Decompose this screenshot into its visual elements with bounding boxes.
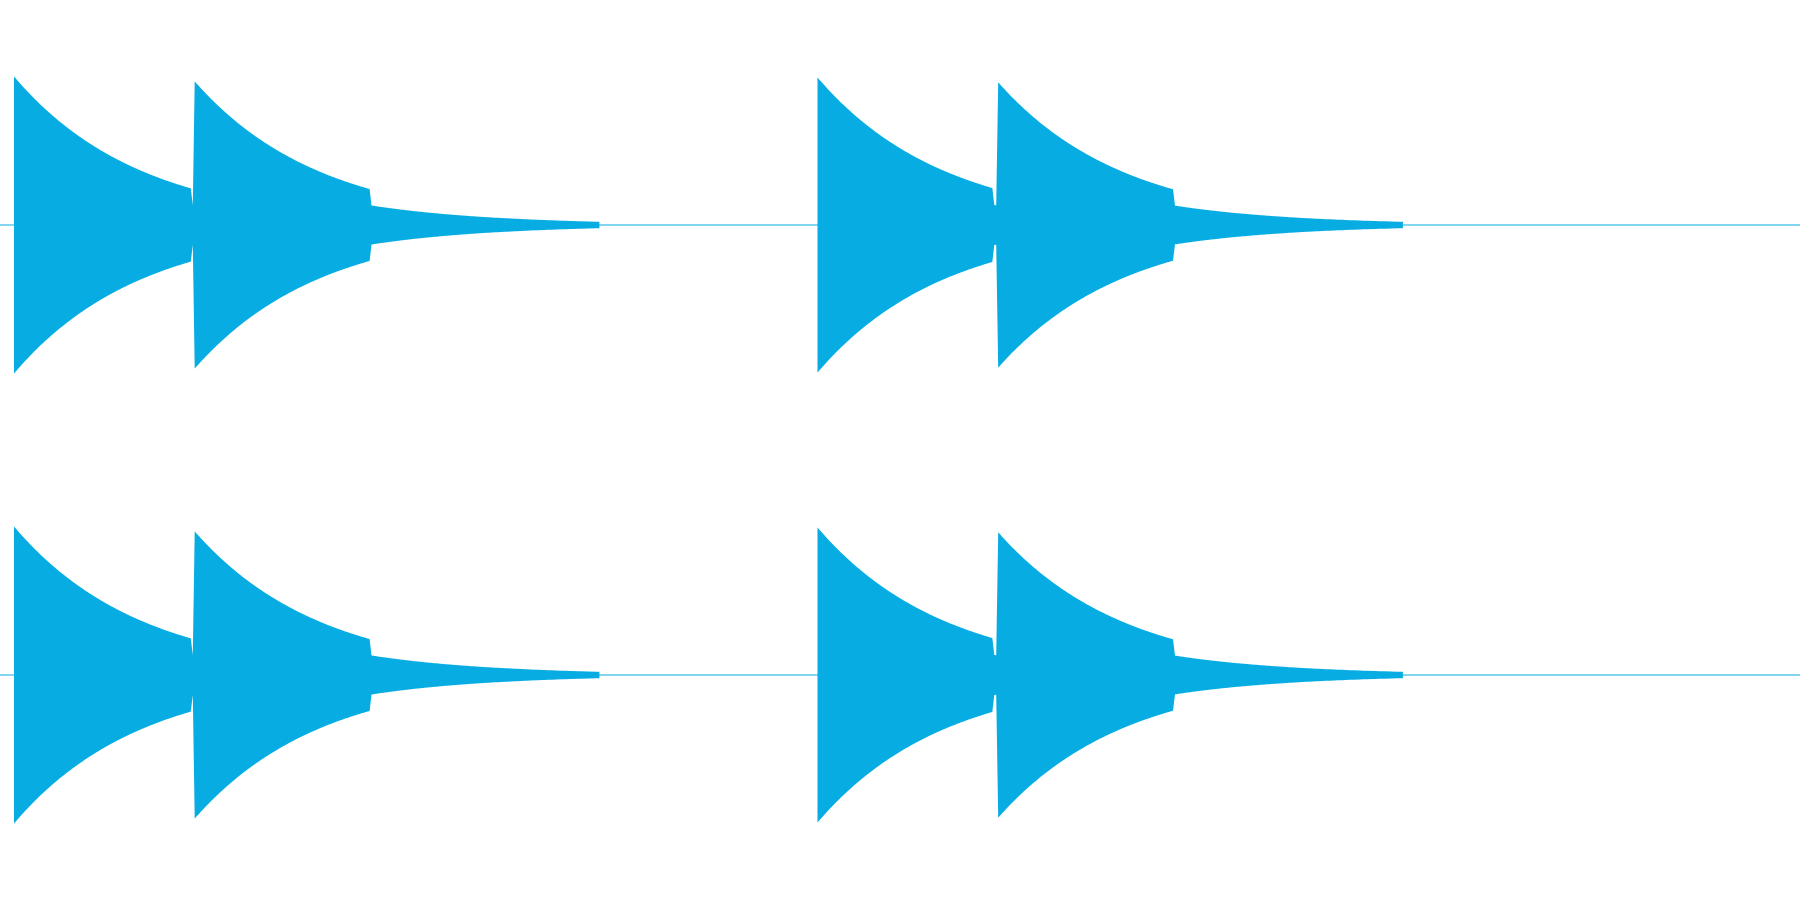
waveform-burst (14, 76, 600, 374)
waveform-channel-left (0, 76, 1800, 374)
waveform-burst (817, 77, 1403, 373)
waveform-channel-right (0, 526, 1800, 824)
waveform-burst (14, 526, 600, 824)
waveform-burst (817, 527, 1403, 823)
